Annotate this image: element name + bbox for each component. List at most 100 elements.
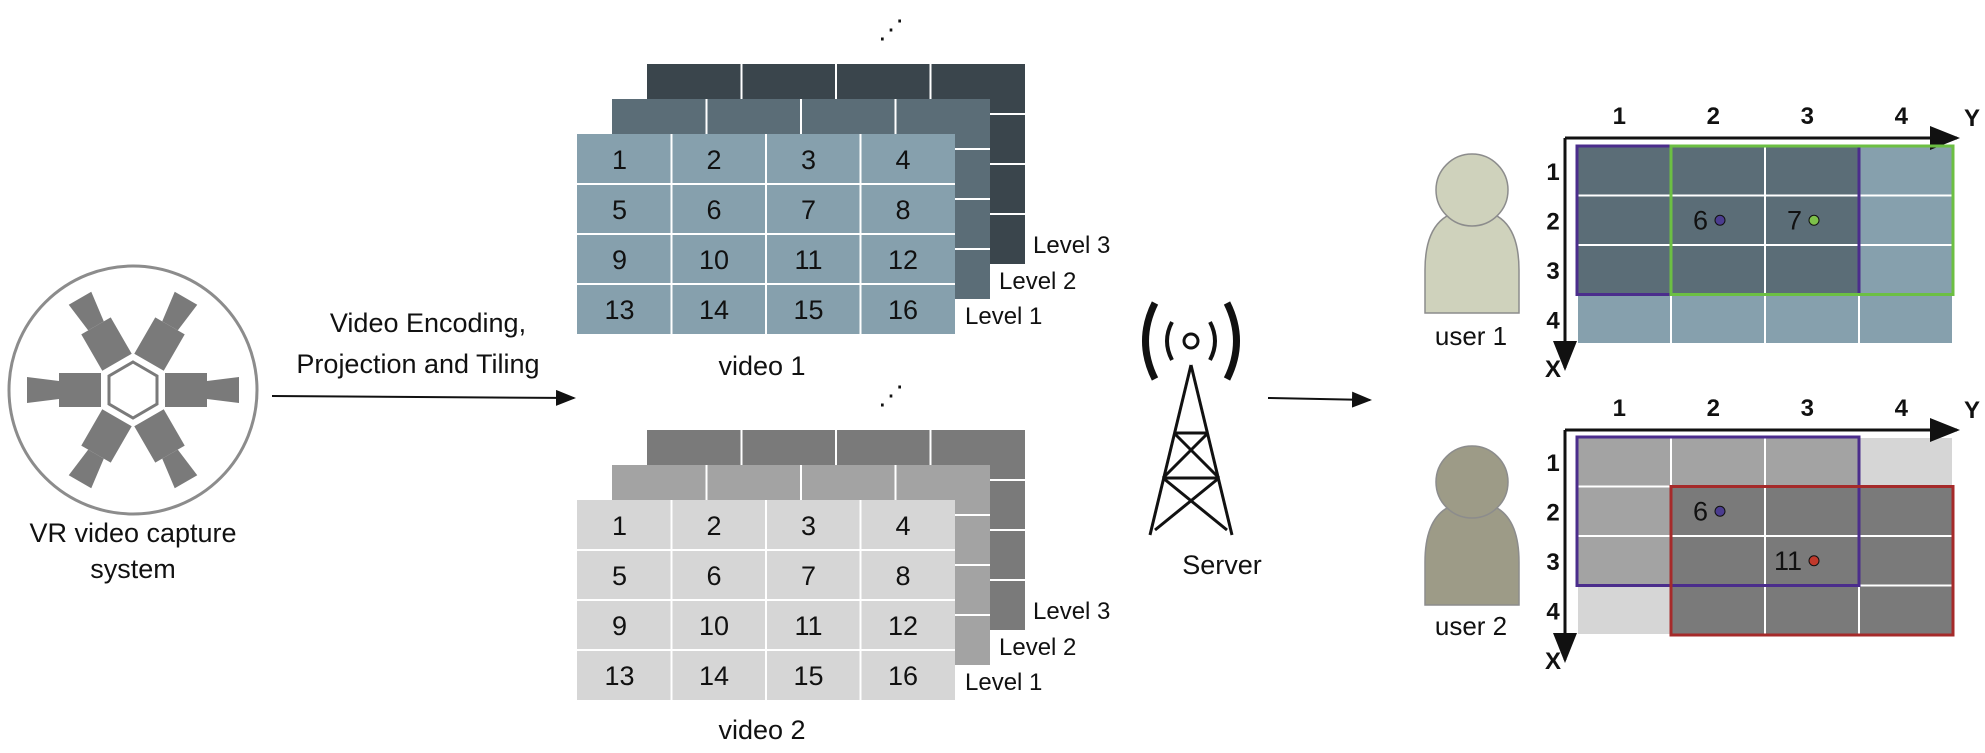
tile-number: 5 <box>612 195 627 225</box>
row-index: 3 <box>1546 549 1559 576</box>
row-index: 1 <box>1546 450 1559 477</box>
tile-cell <box>1764 145 1860 197</box>
viewport-center-label: 6 <box>1693 496 1708 526</box>
tile-number: 15 <box>794 661 824 691</box>
tile-number: 7 <box>801 561 816 591</box>
tile-number: 12 <box>888 245 918 275</box>
viewport-center-point <box>1714 505 1726 517</box>
tile-number: 13 <box>605 661 635 691</box>
tile-number: 4 <box>896 145 911 175</box>
tile-number: 9 <box>612 611 627 641</box>
tile-cell <box>1576 436 1672 488</box>
tile-cell <box>1670 584 1766 636</box>
user-avatar-icon <box>1424 153 1520 314</box>
viewport-center-point <box>1808 214 1820 226</box>
viewport-box <box>1575 435 1861 587</box>
tile-grid <box>1576 436 1954 636</box>
delivery-arrow <box>1267 391 1372 408</box>
column-index: 2 <box>1707 395 1720 422</box>
tile-number: 11 <box>795 245 823 275</box>
level-label: Level 1 <box>965 669 1042 696</box>
tile-number: 1 <box>612 511 627 541</box>
tile-number: 6 <box>707 561 722 591</box>
tile-cell <box>1858 485 1954 537</box>
tile-cell <box>1764 293 1860 345</box>
server-label: Server <box>1182 550 1262 580</box>
y-axis-label: Y <box>1964 397 1980 424</box>
viewport-box <box>1669 144 1955 296</box>
user-avatar-icon <box>1424 445 1520 606</box>
tile-number: 10 <box>699 611 729 641</box>
viewport-box <box>1669 485 1955 637</box>
row-index: 2 <box>1546 499 1559 526</box>
tile-cell <box>1858 293 1954 345</box>
tile-cell <box>1858 535 1954 587</box>
row-index: 1 <box>1546 159 1559 186</box>
tile-cell <box>1576 244 1672 296</box>
tile-number: 5 <box>612 561 627 591</box>
tile-number: 10 <box>699 245 729 275</box>
row-index: 4 <box>1546 598 1560 625</box>
camera-icon <box>68 291 132 371</box>
tile-number: 9 <box>612 245 627 275</box>
tile-number: 8 <box>896 195 911 225</box>
camera-icon <box>165 373 239 407</box>
more-levels-ellipsis: ⋰ <box>878 14 904 44</box>
tile-number: 16 <box>888 661 918 691</box>
tile-cell <box>1858 244 1954 296</box>
server: Server <box>1142 301 1372 580</box>
encoding-arrow <box>271 389 576 406</box>
tile-number: 4 <box>896 511 911 541</box>
tile-number: 14 <box>699 661 729 691</box>
tile-cell <box>1858 194 1954 246</box>
tile-cell <box>1670 244 1766 296</box>
tile-cell <box>1858 145 1954 197</box>
tile-cell <box>1764 244 1860 296</box>
tile-cell <box>1576 293 1672 345</box>
column-index: 1 <box>1613 395 1626 422</box>
row-index: 2 <box>1546 208 1559 235</box>
tile-cell <box>1576 194 1672 246</box>
viewport-center-point <box>1808 555 1820 567</box>
camera-rig-icon <box>107 360 159 420</box>
tile-cell <box>1858 436 1954 488</box>
tile-cell <box>1576 145 1672 197</box>
x-axis-label: X <box>1545 648 1561 675</box>
tile-cell <box>1576 535 1672 587</box>
tile-number: 8 <box>896 561 911 591</box>
level-label: Level 2 <box>999 634 1076 661</box>
viewport-center-point <box>1714 214 1726 226</box>
tile-cell <box>1670 293 1766 345</box>
tile-cell <box>1670 535 1766 587</box>
row-index: 3 <box>1546 258 1559 285</box>
capture-label-line1: VR video capture <box>29 518 236 548</box>
tile-number: 3 <box>801 511 816 541</box>
encoding-step: Video Encoding, Projection and Tiling <box>271 308 576 406</box>
viewport-center-label: 11 <box>1774 546 1802 576</box>
viewport-center-label: 6 <box>1693 205 1708 235</box>
tile-cell <box>1670 145 1766 197</box>
camera-array <box>27 291 239 489</box>
user-label: user 2 <box>1435 611 1507 641</box>
tile-cell <box>1764 485 1860 537</box>
level-label: Level 3 <box>1033 232 1110 259</box>
level-label: Level 1 <box>965 303 1042 330</box>
column-index: 3 <box>1801 103 1814 130</box>
y-axis-label: Y <box>1964 105 1980 132</box>
column-index: 1 <box>1613 103 1626 130</box>
tile-number: 2 <box>707 145 722 175</box>
tile-cell <box>1764 584 1860 636</box>
tile-cell <box>1576 485 1672 537</box>
encoding-label-line2: Projection and Tiling <box>296 349 539 379</box>
level-label: Level 3 <box>1033 598 1110 625</box>
tile-number: 3 <box>801 145 816 175</box>
